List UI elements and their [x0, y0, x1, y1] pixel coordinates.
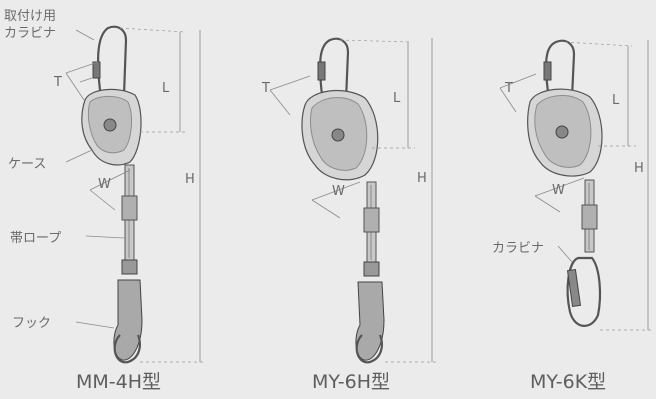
model-name-my-6h: MY-6H型 [312, 371, 390, 393]
label-carabiner: カラビナ [492, 241, 544, 256]
dim-w-model-3: W [552, 183, 565, 198]
dim-l-model-2: L [393, 91, 401, 106]
dim-w-model-1: W [98, 177, 111, 192]
model-my-6h-dimension-lines [269, 38, 437, 363]
model-my-6k-dimension-lines [499, 40, 652, 331]
dim-t-model-2: T [261, 81, 270, 96]
model-my-6h-illustration [301, 37, 385, 364]
label-case: ケース [8, 157, 46, 172]
label-mount-carabiner-line1: 取付け用 [4, 9, 56, 24]
dim-h-model-3: H [634, 161, 644, 176]
model-my-6k-illustration [527, 39, 603, 327]
dim-l-model-1: L [162, 81, 170, 96]
model-name-mm-4h: MM-4H型 [76, 371, 161, 393]
dim-h-model-1: H [185, 172, 195, 187]
model-mm-4h-dimension-lines [65, 27, 205, 363]
model-mm-4h-illustration [81, 25, 143, 364]
dim-l-model-3: L [612, 93, 620, 108]
label-mount-carabiner-line2: カラビナ [4, 26, 56, 41]
model-name-my-6k: MY-6K型 [530, 371, 606, 393]
dim-w-model-2: W [332, 184, 345, 199]
label-hook: フック [12, 316, 51, 331]
dim-t-model-3: T [504, 81, 513, 96]
dim-t-model-1: T [53, 75, 62, 90]
leader-lines [65, 29, 573, 329]
label-strap-rope: 帯ロープ [10, 231, 61, 246]
dim-h-model-2: H [417, 171, 427, 186]
